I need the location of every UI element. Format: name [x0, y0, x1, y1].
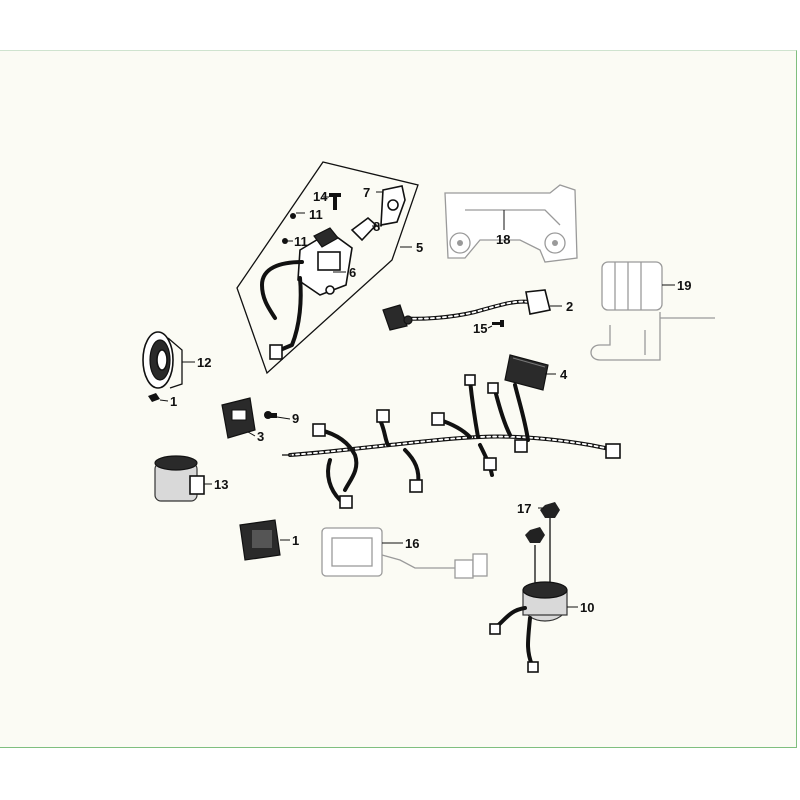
part-17-nuts[interactable] — [525, 502, 560, 543]
callout-7: 7 — [363, 185, 370, 200]
part-15-bolt[interactable] — [492, 320, 504, 327]
part-4-module[interactable] — [504, 354, 549, 391]
callout-10: 10 — [580, 600, 594, 615]
part-16-cdi[interactable] — [321, 527, 488, 579]
callout-11-lower: 11 — [294, 234, 308, 249]
callout-3: 3 — [257, 429, 264, 444]
part-1-bolt-top[interactable] — [148, 393, 160, 402]
part-5-assembly[interactable] — [236, 161, 419, 375]
callout-13: 13 — [214, 477, 228, 492]
callout-12: 12 — [197, 355, 211, 370]
part-10-regulator[interactable] — [489, 518, 568, 673]
leader-lines — [159, 191, 675, 608]
part-3-relay[interactable] — [221, 397, 256, 439]
part-18-bracket[interactable] — [444, 184, 578, 263]
part-2-sensor[interactable] — [382, 289, 551, 331]
callout-4: 4 — [560, 367, 568, 382]
callout-14: 14 — [313, 189, 328, 204]
callout-1-bottom: 1 — [292, 533, 299, 548]
part-13-starter-relay[interactable] — [154, 455, 205, 502]
main-wiring-harness[interactable] — [282, 374, 621, 509]
callout-1-top: 1 — [170, 394, 177, 409]
part-1-regulator[interactable] — [239, 519, 281, 561]
part-9-screw[interactable] — [264, 411, 277, 419]
callout-19: 19 — [677, 278, 691, 293]
diagram-panel — [0, 50, 797, 748]
callout-18: 18 — [496, 232, 510, 247]
callout-8: 8 — [373, 219, 380, 234]
callout-11-upper: 11 — [309, 207, 323, 222]
callout-17: 17 — [517, 501, 531, 516]
callout-5: 5 — [416, 240, 423, 255]
callout-9: 9 — [292, 411, 299, 426]
callout-16: 16 — [405, 536, 419, 551]
callout-6: 6 — [349, 265, 356, 280]
callout-2: 2 — [566, 299, 573, 314]
part-12-horn[interactable] — [142, 331, 183, 389]
callout-15: 15 — [473, 321, 487, 336]
part-19-canister[interactable] — [590, 261, 715, 361]
